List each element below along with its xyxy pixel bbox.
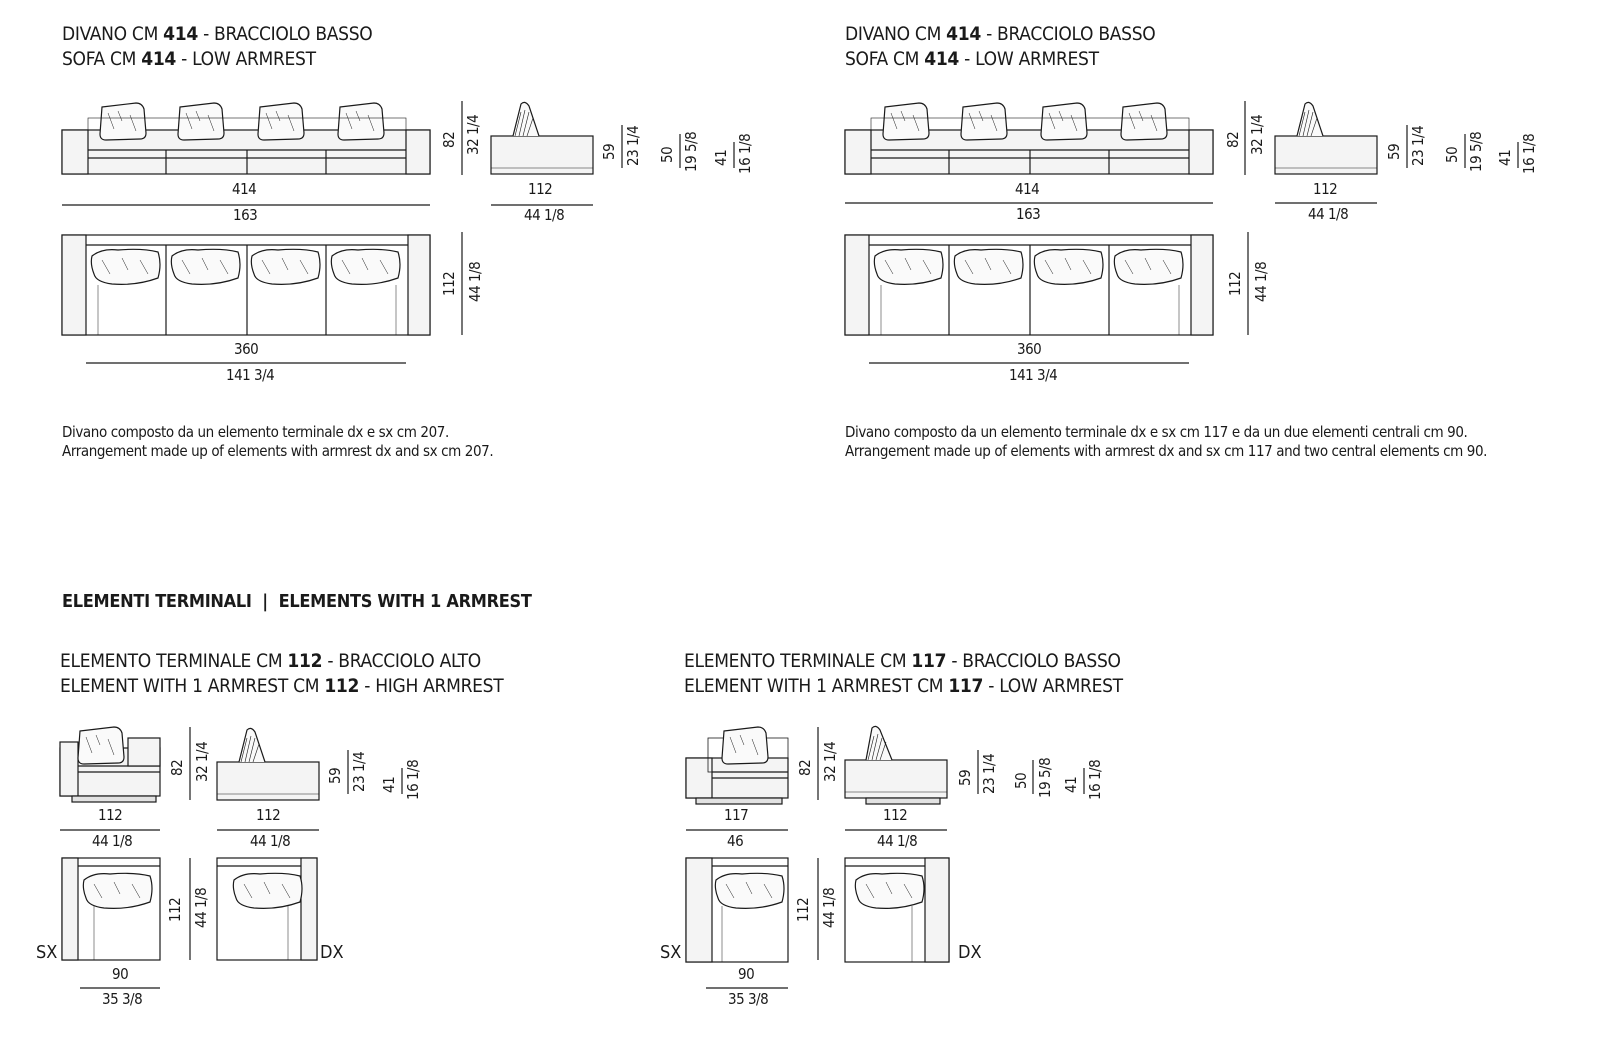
low-label-sx: SX <box>660 942 682 963</box>
high-side-w-cm: 112 <box>256 806 281 824</box>
right-front-width-cm: 414 <box>1015 180 1040 198</box>
high-side-w-in: 44 1/8 <box>250 832 291 850</box>
high-label-sx: SX <box>36 942 58 963</box>
left-note-en: Arrangement made up of elements with arm… <box>62 442 494 460</box>
right-seat-in: 23 1/4 <box>1409 125 1427 166</box>
high-seat-cm: 59 <box>326 767 344 784</box>
high-plan-d-in: 44 1/8 <box>192 887 210 928</box>
low-plan-w-cm: 90 <box>738 965 755 983</box>
low-label-dx: DX <box>958 942 982 963</box>
right-height-cm: 82 <box>1224 131 1242 148</box>
element-high-front-view <box>59 726 161 803</box>
left-seat-h-cm: 41 <box>712 149 730 166</box>
right-seat-cm: 59 <box>1385 143 1403 160</box>
right-sofa-title-it: DIVANO CM 414 - BRACCIOLO BASSO <box>845 23 1156 45</box>
high-front-w-in: 44 1/8 <box>92 832 133 850</box>
high-height-in: 32 1/4 <box>193 741 211 782</box>
low-seat-in: 23 1/4 <box>980 753 998 794</box>
right-plan-width-cm: 360 <box>1017 340 1042 358</box>
left-arm-in: 19 5/8 <box>682 131 700 172</box>
high-label-dx: DX <box>320 942 344 963</box>
left-sofa-front-view <box>61 102 431 175</box>
high-plan-w-cm: 90 <box>112 965 129 983</box>
high-front-w-cm: 112 <box>98 806 123 824</box>
right-plan-width-in: 141 3/4 <box>1009 366 1058 384</box>
low-seat-cm: 59 <box>956 769 974 786</box>
element-low-title-it: ELEMENTO TERMINALE CM 117 - BRACCIOLO BA… <box>684 650 1121 672</box>
low-arm-cm: 50 <box>1012 772 1030 789</box>
right-sofa-title-en: SOFA CM 414 - LOW ARMREST <box>845 48 1099 70</box>
low-plan-w-in: 35 3/8 <box>728 990 769 1008</box>
left-note-it: Divano composto da un elemento terminale… <box>62 423 449 441</box>
left-sofa-title-it: DIVANO CM 414 - BRACCIOLO BASSO <box>62 23 373 45</box>
left-plan-width-cm: 360 <box>234 340 259 358</box>
left-sofa-plan-view <box>61 234 431 336</box>
left-seat-cm: 59 <box>600 143 618 160</box>
left-sofa-title-en: SOFA CM 414 - LOW ARMREST <box>62 48 316 70</box>
low-side-w-in: 44 1/8 <box>877 832 918 850</box>
low-seat-h-in: 16 1/8 <box>1086 759 1104 800</box>
right-height-in: 32 1/4 <box>1248 114 1266 155</box>
element-low-plan-view-sx <box>685 857 789 963</box>
left-height-cm: 82 <box>440 131 458 148</box>
right-side-depth-cm: 112 <box>1313 180 1338 198</box>
element-high-title-en: ELEMENT WITH 1 ARMREST CM 112 - HIGH ARM… <box>60 675 504 697</box>
right-seat-h-cm: 41 <box>1496 149 1514 166</box>
right-note-it: Divano composto da un elemento terminale… <box>845 423 1468 441</box>
element-low-side-view <box>844 725 948 805</box>
high-seat-h-cm: 41 <box>380 776 398 793</box>
right-arm-in: 19 5/8 <box>1467 131 1485 172</box>
low-seat-h-cm: 41 <box>1062 776 1080 793</box>
left-seat-h-in: 16 1/8 <box>736 133 754 174</box>
right-sofa-front-view <box>844 102 1214 175</box>
high-seat-h-in: 16 1/8 <box>404 759 422 800</box>
low-front-w-cm: 117 <box>724 806 749 824</box>
left-plan-width-in: 141 3/4 <box>226 366 275 384</box>
left-plan-depth-cm: 112 <box>440 271 458 296</box>
right-note-en: Arrangement made up of elements with arm… <box>845 442 1488 460</box>
left-side-depth-cm: 112 <box>528 180 553 198</box>
low-height-in: 32 1/4 <box>821 741 839 782</box>
high-plan-d-cm: 112 <box>166 897 184 922</box>
right-arm-cm: 50 <box>1443 146 1461 163</box>
left-plan-depth-in: 44 1/8 <box>466 261 484 302</box>
right-plan-depth-cm: 112 <box>1226 271 1244 296</box>
left-height-in: 32 1/4 <box>464 114 482 155</box>
section-title: ELEMENTI TERMINALI | ELEMENTS WITH 1 ARM… <box>62 591 532 612</box>
left-side-depth-in: 44 1/8 <box>524 206 565 224</box>
low-arm-in: 19 5/8 <box>1036 757 1054 798</box>
low-front-w-in: 46 <box>727 832 744 850</box>
left-front-width-cm: 414 <box>232 180 257 198</box>
element-high-plan-view-sx <box>61 857 161 961</box>
low-side-w-cm: 112 <box>883 806 908 824</box>
low-plan-d-in: 44 1/8 <box>820 887 838 928</box>
low-height-cm: 82 <box>796 759 814 776</box>
right-side-depth-in: 44 1/8 <box>1308 205 1349 223</box>
element-low-front-view <box>685 726 789 805</box>
left-seat-in: 23 1/4 <box>624 125 642 166</box>
element-low-title-en: ELEMENT WITH 1 ARMREST CM 117 - LOW ARMR… <box>684 675 1123 697</box>
element-high-title-it: ELEMENTO TERMINALE CM 112 - BRACCIOLO AL… <box>60 650 481 672</box>
high-seat-in: 23 1/4 <box>350 751 368 792</box>
right-front-width-in: 163 <box>1016 205 1041 223</box>
low-plan-d-cm: 112 <box>794 897 812 922</box>
left-arm-cm: 50 <box>658 146 676 163</box>
right-sofa-plan-view <box>844 234 1214 336</box>
right-seat-h-in: 16 1/8 <box>1520 133 1538 174</box>
left-front-width-in: 163 <box>233 206 258 224</box>
high-plan-w-in: 35 3/8 <box>102 990 143 1008</box>
high-height-cm: 82 <box>168 759 186 776</box>
element-low-plan-view-dx <box>844 857 950 963</box>
right-plan-depth-in: 44 1/8 <box>1252 261 1270 302</box>
element-high-plan-view-dx <box>216 857 318 961</box>
